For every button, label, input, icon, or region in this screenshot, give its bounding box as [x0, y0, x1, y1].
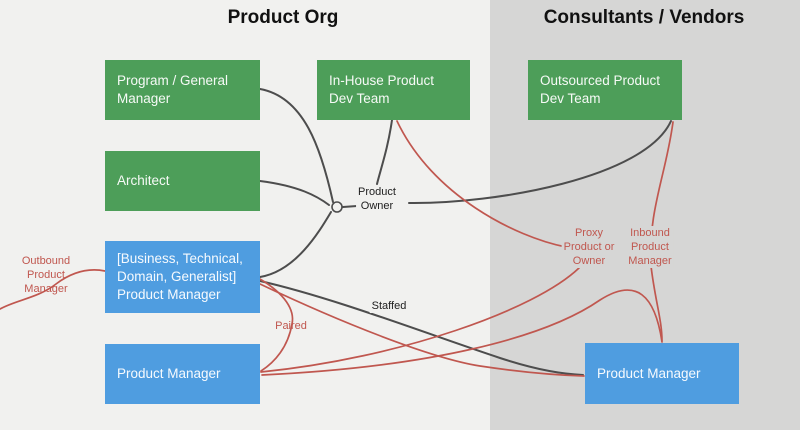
label-staffed: Staffed: [369, 299, 409, 313]
product-owner-node-icon: [331, 201, 343, 213]
label-product-owner: Product Owner: [356, 185, 398, 213]
label-outbound-product-manager: Outbound Product Manager: [21, 255, 71, 295]
node-program-general-manager: Program / General Manager: [105, 60, 260, 120]
label-proxy-product-or-owner: Proxy Product or Owner: [561, 226, 617, 268]
node-architect: Architect: [105, 151, 260, 211]
edge-outbound-product-manager: [0, 269, 106, 310]
edge-outsourced-to-product-owner: [408, 120, 672, 205]
edge-architect-to-product-owner: [259, 180, 330, 206]
right-section-title: Consultants / Vendors: [543, 7, 745, 28]
left-section-title: Product Org: [227, 7, 339, 28]
edge-inhouse-to-product-owner: [376, 119, 393, 185]
node-btdg-product-manager: [Business, Technical, Domain, Generalist…: [105, 241, 260, 313]
node-inhouse-product-dev-team: In-House Product Dev Team: [317, 60, 470, 120]
edge-program-to-product-owner: [259, 88, 334, 203]
edge-btdg-pm-to-pm-right: [259, 283, 585, 377]
edge-proxy-inhouse-to-pm-left: [260, 120, 580, 373]
node-product-manager-left: Product Manager: [105, 344, 260, 404]
label-paired: Paired: [275, 320, 307, 332]
node-outsourced-product-dev-team: Outsourced Product Dev Team: [528, 60, 682, 120]
label-inbound-product-manager: Inbound Product Manager: [626, 226, 674, 268]
edge-btdg-pm-to-product-owner: [259, 211, 332, 278]
edge-circle-stub: [342, 205, 358, 208]
node-product-manager-right: Product Manager: [585, 343, 739, 404]
edge-pm-left-to-pm-right: [261, 289, 663, 376]
